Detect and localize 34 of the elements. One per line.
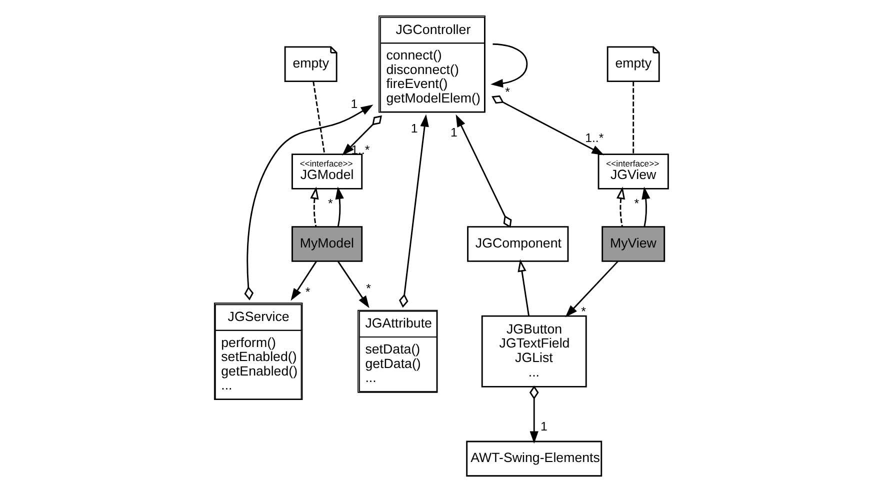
- arrow: [642, 186, 650, 227]
- edge-label: 1: [540, 420, 548, 434]
- arrow: [337, 261, 370, 308]
- edge-label: *: [634, 196, 640, 210]
- arrow: [290, 261, 317, 301]
- arrow: [310, 186, 319, 227]
- node-box: <<interface>> JGView: [598, 154, 669, 190]
- node-box: <<interface>> JGModel: [292, 154, 363, 190]
- edge-label: *: [505, 85, 510, 100]
- edge-label: 1: [450, 126, 458, 140]
- arrow: [342, 115, 382, 156]
- node-box: MyView: [602, 226, 666, 262]
- arrow: [456, 114, 512, 228]
- arrow: [492, 95, 604, 156]
- arrow: [529, 386, 539, 444]
- node-box: JGButton JGTextField JGList ...: [481, 315, 587, 388]
- arrow: [399, 114, 429, 308]
- edge-label: *: [366, 281, 371, 296]
- edge-label: *: [305, 284, 310, 299]
- edge-label: 1: [350, 96, 358, 111]
- edge-label: *: [328, 196, 333, 210]
- arrow: [565, 260, 618, 318]
- arrow: [244, 104, 374, 300]
- connector: [632, 82, 634, 154]
- arrow: [335, 186, 344, 227]
- node-box: AWT-Swing-Elements: [466, 440, 602, 477]
- arrow: [616, 186, 626, 227]
- arrow: [490, 43, 528, 88]
- edge-label: 1: [410, 121, 418, 136]
- node-box: MyModel: [292, 226, 363, 262]
- node-box: JGComponent: [467, 226, 569, 262]
- connector: [312, 81, 326, 154]
- edge-label: 1..*: [585, 131, 604, 146]
- arrow: [518, 259, 530, 316]
